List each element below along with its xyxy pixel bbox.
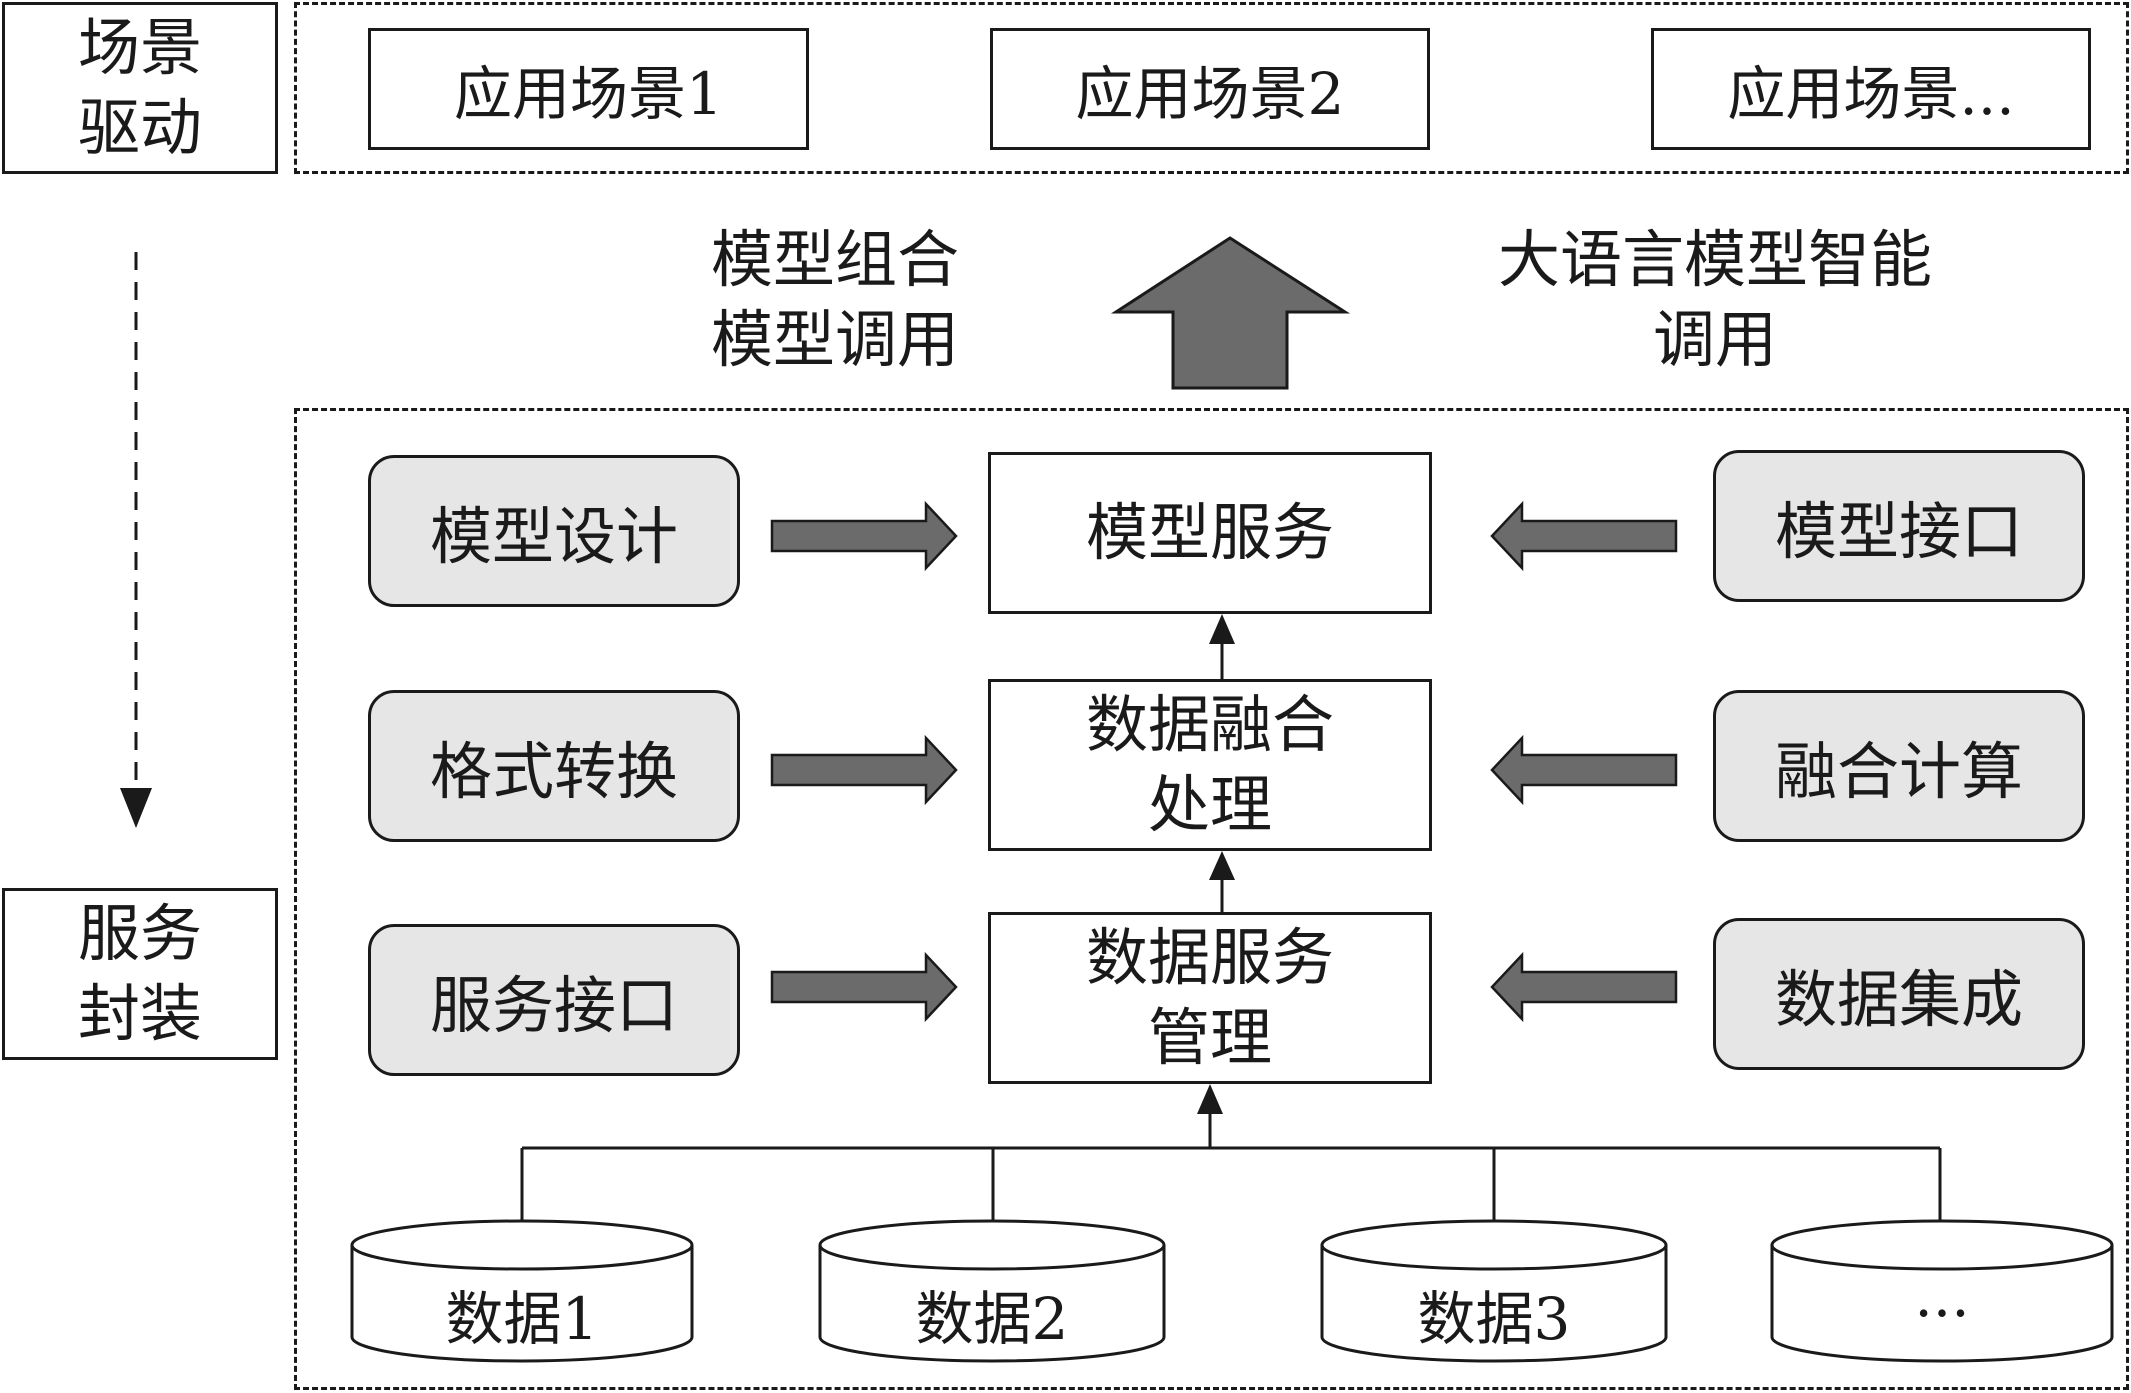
format-conversion-text: 格式转换 xyxy=(429,735,678,808)
model-interface-text: 模型接口 xyxy=(1774,495,2023,568)
scenario-label-2: 应用场景2 xyxy=(1075,60,1345,128)
arrowhead-service-to-fusion xyxy=(1209,851,1235,880)
arrow-model-interface xyxy=(1490,500,1678,572)
format-conversion-box: 格式转换 xyxy=(368,690,740,842)
data-service-box: 数据服务 管理 xyxy=(988,912,1432,1084)
database-cylinder-more xyxy=(1770,1219,2114,1363)
scenario-label-more: 应用场景... xyxy=(1727,60,2015,128)
data-service-text: 数据服务 管理 xyxy=(1085,921,1334,1074)
fusion-computing-box: 融合计算 xyxy=(1713,690,2085,842)
service-interface-text: 服务接口 xyxy=(429,969,678,1042)
service-layer xyxy=(294,408,2129,1390)
scenario-box-2: 应用场景2 xyxy=(990,28,1430,150)
data-integration-text: 数据集成 xyxy=(1774,963,2023,1036)
scenario-box-more: 应用场景... xyxy=(1651,28,2091,150)
data-fusion-box: 数据融合 处理 xyxy=(988,679,1432,851)
service-packaging-text: 服务 封装 xyxy=(77,897,202,1050)
database-cylinder-2 xyxy=(818,1219,1166,1363)
scenario-layer xyxy=(294,2,2129,174)
flow-dashed-arrowhead xyxy=(120,788,152,828)
scene-driven-text: 场景 驱动 xyxy=(77,11,202,164)
fusion-computing-text: 融合计算 xyxy=(1774,735,2023,808)
data-fusion-text: 数据融合 处理 xyxy=(1085,688,1334,841)
big-up-arrow xyxy=(1110,236,1351,390)
arrow-fusion-computing xyxy=(1490,734,1678,806)
data-source-label-1: 数据1 xyxy=(445,1285,599,1353)
data-integration-box: 数据集成 xyxy=(1713,918,2085,1070)
scenario-label-1: 应用场景1 xyxy=(454,60,723,128)
model-combination-label: 模型组合 模型调用 xyxy=(710,223,959,376)
model-design-text: 模型设计 xyxy=(429,500,678,573)
model-service-box: 模型服务 xyxy=(988,452,1432,614)
data-source-label-more: ... xyxy=(1914,1262,1970,1330)
arrowhead-bus-to-data-service xyxy=(1197,1084,1223,1114)
llm-invocation-label: 大语言模型智能 调用 xyxy=(1497,223,1932,376)
scene-driven-label: 场景 驱动 xyxy=(2,2,278,174)
arrowhead-fusion-to-model xyxy=(1209,614,1235,644)
model-interface-box: 模型接口 xyxy=(1713,450,2085,602)
model-design-box: 模型设计 xyxy=(368,455,740,607)
arrow-service-interface xyxy=(770,951,958,1023)
service-packaging-label: 服务 封装 xyxy=(2,888,278,1060)
database-cylinder-3 xyxy=(1320,1219,1668,1363)
arrow-model-design xyxy=(770,500,958,572)
scenario-box-1: 应用场景1 xyxy=(368,28,809,150)
model-service-text: 模型服务 xyxy=(1085,496,1334,569)
arrow-format-conversion xyxy=(770,734,958,806)
data-source-label-2: 数据2 xyxy=(915,1285,1069,1353)
service-interface-box: 服务接口 xyxy=(368,924,740,1076)
database-cylinder-1 xyxy=(350,1219,694,1363)
arrow-data-integration xyxy=(1490,951,1678,1023)
data-source-label-3: 数据3 xyxy=(1417,1285,1571,1353)
